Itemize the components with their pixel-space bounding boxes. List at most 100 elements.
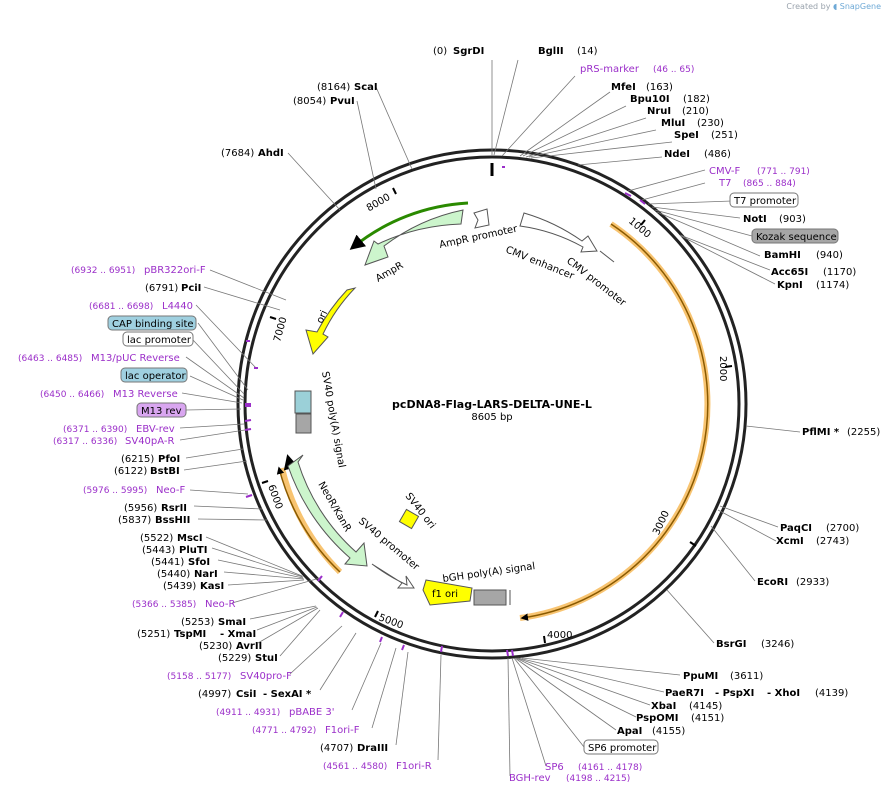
box-sp6-promoter [583, 739, 659, 755]
enzyme-pluti: PluTI [179, 545, 207, 556]
neo-orf-arc [279, 467, 343, 575]
primer-pos-m13-reverse: (6450 .. 6466) [40, 390, 104, 400]
primer-bgh-rev: BGH-rev [509, 773, 551, 784]
insert-orf-arc [519, 221, 711, 621]
enzyme-pos-draiii: (4707) [320, 743, 353, 754]
enzyme-avrii: AvrII [236, 641, 262, 652]
primer-prs-marker: pRS-marker [580, 64, 640, 75]
enzyme-pos-bstbi: (6122) [114, 466, 147, 477]
primer-f1ori-f: F1ori-F [325, 725, 360, 736]
enzyme-csii: CsiI [236, 689, 256, 700]
enzyme-pos-bglii: (14) [577, 46, 598, 57]
enzyme-pos-avrii: (5230) [199, 641, 232, 652]
enzyme-bstbi: BstBI [150, 466, 180, 477]
enzyme-pos-sfoi: (5441) [151, 557, 184, 568]
box-lac-operator [120, 367, 188, 383]
enzyme-bsrgi: BsrGI [716, 639, 746, 650]
primer-t7: T7 [718, 178, 731, 189]
enzyme-pos-ahdi: (7684) [221, 148, 254, 159]
enzyme-apai: ApaI [617, 726, 642, 737]
enzyme-pos-ppumi: (3611) [730, 671, 763, 682]
plasmid-size: 8605 bp [471, 412, 512, 423]
sv40-polya-feature [294, 390, 312, 414]
enzyme-pos-msci: (5522) [140, 533, 173, 544]
enzyme-pos-pflmi: (2255) [847, 427, 880, 438]
cmv-enhancer-feature [519, 212, 598, 253]
enzyme-nrui: NruI [647, 106, 671, 117]
tick-8000 [392, 187, 397, 195]
enzyme-stui: StuI [255, 653, 278, 664]
enzyme-xcmi: XcmI [776, 536, 804, 547]
enzyme-smai: SmaI [218, 617, 246, 628]
ori-feature [305, 287, 357, 356]
tick-label-8000: 8000 [365, 192, 393, 214]
primer-pos-t7: (865 .. 884) [743, 179, 796, 189]
primer-neo-r: Neo-R [205, 599, 236, 610]
box-label-sp6-promoter: SP6 promoter [588, 743, 657, 754]
enzyme-pflmi: PflMI * [802, 427, 840, 438]
enzyme-pos-xcmi: (2743) [816, 536, 849, 547]
enzyme-pos-xhoi: (4139) [815, 688, 848, 699]
enzyme-pos-smai: (5253) [181, 617, 214, 628]
box-cap-binding [107, 315, 197, 331]
enzyme-pos-scai: (8164) [317, 82, 350, 93]
enzyme-pspxi: - PspXI [715, 688, 754, 699]
primer-pos-f1ori-f: (4771 .. 4792) [252, 726, 316, 736]
plasmid-name: pcDNA8-Flag-LARS-DELTA-UNE-L [392, 398, 592, 411]
primer-pos-neo-r: (5366 .. 5385) [132, 600, 196, 610]
primer-pos-cmv-f: (771 .. 791) [757, 167, 810, 177]
tick-6000 [261, 480, 269, 484]
enzyme-pos-bsshii: (5837) [118, 515, 151, 526]
enzyme-mlui: MluI [661, 118, 685, 129]
enzyme-tspmi: TspMI [174, 629, 206, 640]
enzyme-pfoi: PfoI [158, 454, 180, 465]
enzyme-bamhi: BamHI [764, 250, 801, 261]
primer-sp6: SP6 [545, 762, 564, 773]
enzyme-pos-noti: (903) [779, 214, 806, 225]
enzyme-ndei: NdeI [664, 149, 690, 160]
neor-feature [287, 454, 368, 567]
tick-3000 [689, 541, 697, 547]
box-kozak [751, 228, 839, 244]
enzyme-ppumi: PpuMI [683, 671, 718, 682]
box-label-cap-binding: CAP binding site [112, 319, 194, 330]
primer-ebv-rev: EBV-rev [136, 424, 175, 435]
enzyme-pos-apai: (4155) [652, 726, 685, 737]
enzyme-pcii: PciI [181, 283, 201, 294]
enzyme-pos-tspmi: (5251) [137, 629, 170, 640]
enzyme-xbai: XbaI [651, 701, 676, 712]
enzyme-sgrdi: SgrDI [453, 46, 484, 57]
enzyme-draiii: DraIII [357, 743, 388, 754]
box-label-m13-rev: M13 rev [141, 406, 182, 417]
f1-ori-feature [422, 579, 473, 606]
enzyme-pos-kpni: (1174) [816, 280, 849, 291]
enzyme-pos-paqci: (2700) [826, 523, 859, 534]
enzyme-pos-csii: (4997) [198, 689, 231, 700]
feature-label-sv40-polya: SV40 poly(A) signal [319, 371, 347, 469]
enzyme-pvui: PvuI [330, 96, 355, 107]
tick-4000 [543, 635, 546, 644]
tick-label-4000: 4000 [547, 630, 572, 641]
ampr-feature [364, 209, 464, 266]
neo-orf-line [276, 466, 341, 573]
enzyme-bglii: BglII [538, 46, 564, 57]
sv40-promoter-feature [371, 563, 415, 589]
primer-neo-f: Neo-F [156, 485, 186, 496]
bgh-polya-feature [473, 589, 507, 606]
enzyme-pos-stui: (5229) [218, 653, 251, 664]
box-t7-promoter [729, 192, 799, 208]
tick-label-2000: 2000 [717, 356, 728, 381]
enzyme-ahdi: AhdI [258, 148, 284, 159]
enzyme-pos-pluti: (5443) [142, 545, 175, 556]
enzyme-pos-acc65i: (1170) [823, 267, 856, 278]
primer-pos-m13-puc-reverse: (6463 .. 6485) [18, 354, 82, 364]
enzyme-pos-rsrii: (5956) [124, 503, 157, 514]
feature-label-bgh-polya: bGH poly(A) signal [442, 561, 536, 585]
primer-cmv-f: CMV-F [709, 166, 740, 177]
feature-label-ori: ori [315, 309, 330, 325]
enzyme-pos-ecori: (2933) [796, 577, 829, 588]
lac-element [295, 413, 312, 434]
primer-pos-bgh-rev: (4198 .. 4215) [566, 774, 630, 784]
enzyme-pos-spei: (251) [711, 130, 738, 141]
